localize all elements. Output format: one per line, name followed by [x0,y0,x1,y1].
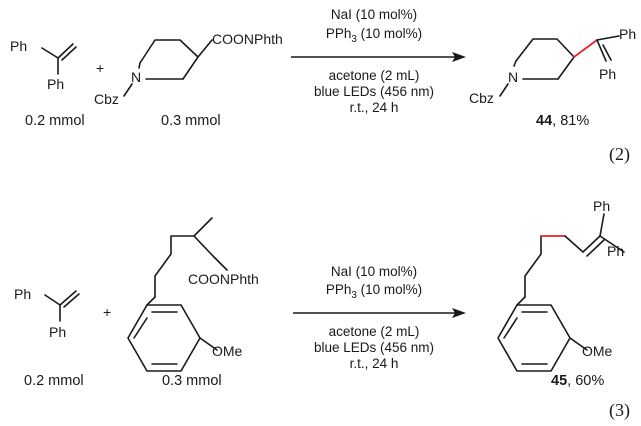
product-yield: 45, 60% [551,373,604,389]
arrow-head [452,308,466,318]
product-ph-label: Ph [593,198,610,214]
condition-light: blue LEDs (456 nm) [314,340,434,355]
alkene-ph-label: Ph [49,324,66,340]
alkene-reactant-3: Ph Ph [14,286,80,340]
reaction-3: Ph Ph 0.2 mmol + COONPhth OMe 0.3 mmol N… [14,198,630,421]
arrow-head [452,52,466,62]
condition-solvent: acetone (2 mL) [329,68,420,83]
alkene-reactant-2: Ph Ph [10,38,77,92]
equation-number: (2) [609,144,630,165]
condition-time: r.t., 24 h [350,356,399,371]
condition-ligand: PPh3 (10 mol%) [326,282,422,301]
product-ph-label: Ph [599,66,616,82]
condition-solvent: acetone (2 mL) [329,324,420,339]
alkene-ph-label: Ph [10,38,27,54]
alkene-amount: 0.2 mmol [24,373,84,389]
product-ph-label: Ph [607,243,624,259]
cbz-label: Cbz [469,90,494,106]
product-ph-label: Ph [619,26,636,42]
condition-ligand: PPh3 (10 mol%) [326,26,422,45]
nitrogen-label: N [508,69,518,85]
condition-catalyst: NaI (10 mol%) [331,264,417,279]
condition-time: r.t., 24 h [350,100,399,115]
ester-group-label: COONPhth [188,271,259,287]
condition-light: blue LEDs (456 nm) [314,84,434,99]
reaction-2: Ph Ph 0.2 mmol + COONPhth N Cbz 0.3 mmol… [10,7,636,165]
alkene-ph-label: Ph [47,76,64,92]
methoxy-label: OMe [212,343,243,359]
product-44: Ph Ph N Cbz [469,26,636,106]
plus-sign: + [103,304,111,320]
piperidine-ester-reactant: COONPhth N Cbz [94,31,283,107]
cbz-label: Cbz [94,91,119,107]
aryl-ester-reactant: COONPhth OMe [127,217,259,372]
methoxy-label: OMe [582,343,613,359]
equation-number: (3) [609,400,630,421]
condition-catalyst: NaI (10 mol%) [331,7,417,22]
substrate-amount: 0.3 mmol [161,113,221,129]
alkene-amount: 0.2 mmol [25,113,85,129]
alkene-ph-label: Ph [14,286,31,302]
product-45: Ph Ph OMe [497,198,625,372]
product-yield: 44, 81% [536,113,589,129]
ester-group-label: COONPhth [212,31,283,47]
nitrogen-label: N [131,69,141,85]
substrate-amount: 0.3 mmol [162,373,222,389]
plus-sign: + [96,60,104,76]
